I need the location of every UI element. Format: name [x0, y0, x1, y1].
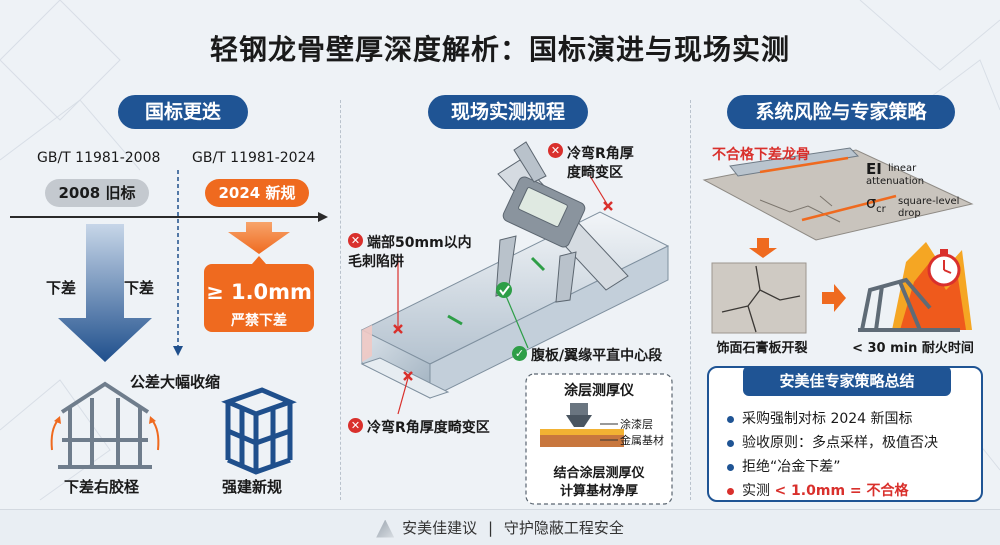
- defect-markers: [393, 201, 613, 381]
- brand-logo-icon: [376, 519, 395, 538]
- strategy-item-criterion: 实测 < 1.0mm = 不合格: [727, 480, 909, 500]
- page-title: 轻钢龙骨壁厚深度解析：国标演进与现场实测: [209, 33, 790, 66]
- bullet-icon: [727, 487, 734, 495]
- strategy-item: 验收原则：多点采样，极值否决: [727, 432, 938, 452]
- metal-substrate: [540, 435, 624, 447]
- label-center-section: 腹板/翼缘平直中心段: [531, 348, 663, 364]
- measure-arrows: [447, 256, 546, 326]
- min-thickness-note: 严禁下差: [231, 313, 287, 329]
- crack-caption: 饰面石膏板开裂: [716, 341, 808, 356]
- section-header-field-test: 现场实测规程: [428, 95, 588, 129]
- sigma-note-line2: drop: [898, 208, 921, 219]
- coating-layer-label: 涂漆层: [620, 418, 653, 431]
- defective-channel: [729, 147, 860, 177]
- rigid-frame-icon: [221, 387, 297, 475]
- strategy-item: 拒绝“冶金下差”: [727, 456, 841, 476]
- divider-right: [690, 100, 691, 500]
- coating-gauge-caption-line1: 结合涂层测厚仪: [553, 466, 645, 481]
- section-header-risk: 系统风险与专家策略: [727, 95, 955, 129]
- label-r-corner-top-line1: 冷弯R角厚: [567, 146, 634, 162]
- digital-caliper: [495, 141, 629, 303]
- expert-strategy-panel: 安美佳专家策略总结 采购强制对标 2024 新国标 验收原则：多点采样，极值否决…: [707, 366, 983, 502]
- ei-note-line1: linear: [888, 163, 917, 174]
- min-thickness-box: [204, 264, 314, 332]
- bullet-icon: [727, 415, 734, 423]
- strategy-item: 采购强制对标 2024 新国标: [727, 408, 913, 428]
- bullet-icon: [727, 439, 734, 447]
- sigma-symbol: σcr: [866, 193, 886, 216]
- gauge-probe-body: [570, 403, 588, 415]
- tolerance-arrow-new: [228, 222, 290, 254]
- bullet-icon: [727, 463, 734, 471]
- warning-icon-r-corner-bottom: ✕: [348, 418, 363, 433]
- footer: 安美佳建议 | 守护隐蔽工程安全: [0, 509, 1000, 545]
- divider-left: [340, 100, 341, 500]
- leader-lines: [397, 175, 608, 415]
- timeline-arrow-head: [318, 212, 328, 222]
- standard-code-new: GB/T 11981-2024: [192, 150, 316, 166]
- defective-channel-label: 不合格下差龙骨: [712, 147, 810, 163]
- label-r-corner-top-line2: 度畸变区: [567, 165, 623, 181]
- coating-gauge-caption-line2: 计算基材净厚: [559, 484, 638, 499]
- check-icon-center-label: ✓: [512, 346, 527, 361]
- warning-icon-end-burr: ✕: [348, 233, 363, 248]
- tolerance-arrow-old: [58, 224, 152, 362]
- standard-code-old: GB/T 11981-2008: [37, 150, 161, 166]
- coating-gauge-title: 涂层测厚仪: [564, 383, 634, 399]
- footer-slogan: 守护隐蔽工程安全: [503, 519, 624, 537]
- lower-tolerance-label-right: 下差: [124, 279, 155, 297]
- ei-symbol: EI: [866, 160, 882, 178]
- footer-brand: 安美佳建议: [402, 519, 478, 537]
- fire-collapse-image: [858, 242, 972, 332]
- expert-strategy-title: 安美佳专家策略总结: [743, 366, 951, 396]
- standards-graphic: [10, 170, 328, 475]
- metal-substrate-label: 金属基材: [620, 434, 664, 447]
- caption-rigid-frame: 强建新规: [222, 478, 283, 496]
- badge-new-standard: 2024 新规: [205, 179, 309, 207]
- warning-icon-r-corner-top: ✕: [548, 143, 563, 158]
- sigma-note-line1: square-level: [898, 196, 960, 207]
- coating-layer: [540, 429, 624, 435]
- channel-measurement-graphic: [360, 141, 673, 505]
- label-end-burr-line1: 端部50mm以内: [367, 235, 472, 251]
- lower-tolerance-label-left: 下差: [46, 279, 77, 297]
- fire-caption: < 30 min 耐火时间: [852, 341, 974, 356]
- arrow-right-icon: [822, 284, 846, 312]
- section-header-standards: 国标更迭: [118, 95, 248, 129]
- label-r-corner-bottom: 冷弯R角厚度畸变区: [367, 420, 490, 436]
- tolerance-shrink-note: 公差大幅收缩: [130, 373, 221, 391]
- caption-sagging-frame: 下差右胶柽: [64, 478, 140, 496]
- badge-old-standard: 2008 旧标: [45, 179, 149, 207]
- footer-separator: |: [487, 519, 494, 537]
- risk-graphic: [702, 147, 974, 334]
- sagging-frame-icon: [58, 381, 152, 469]
- arrow-down-icon: [749, 238, 777, 258]
- ei-note-line2: attenuation: [866, 176, 925, 187]
- label-end-burr-line2: 毛刺陷阱: [348, 254, 404, 270]
- min-thickness-value: ≥ 1.0mm: [206, 280, 312, 304]
